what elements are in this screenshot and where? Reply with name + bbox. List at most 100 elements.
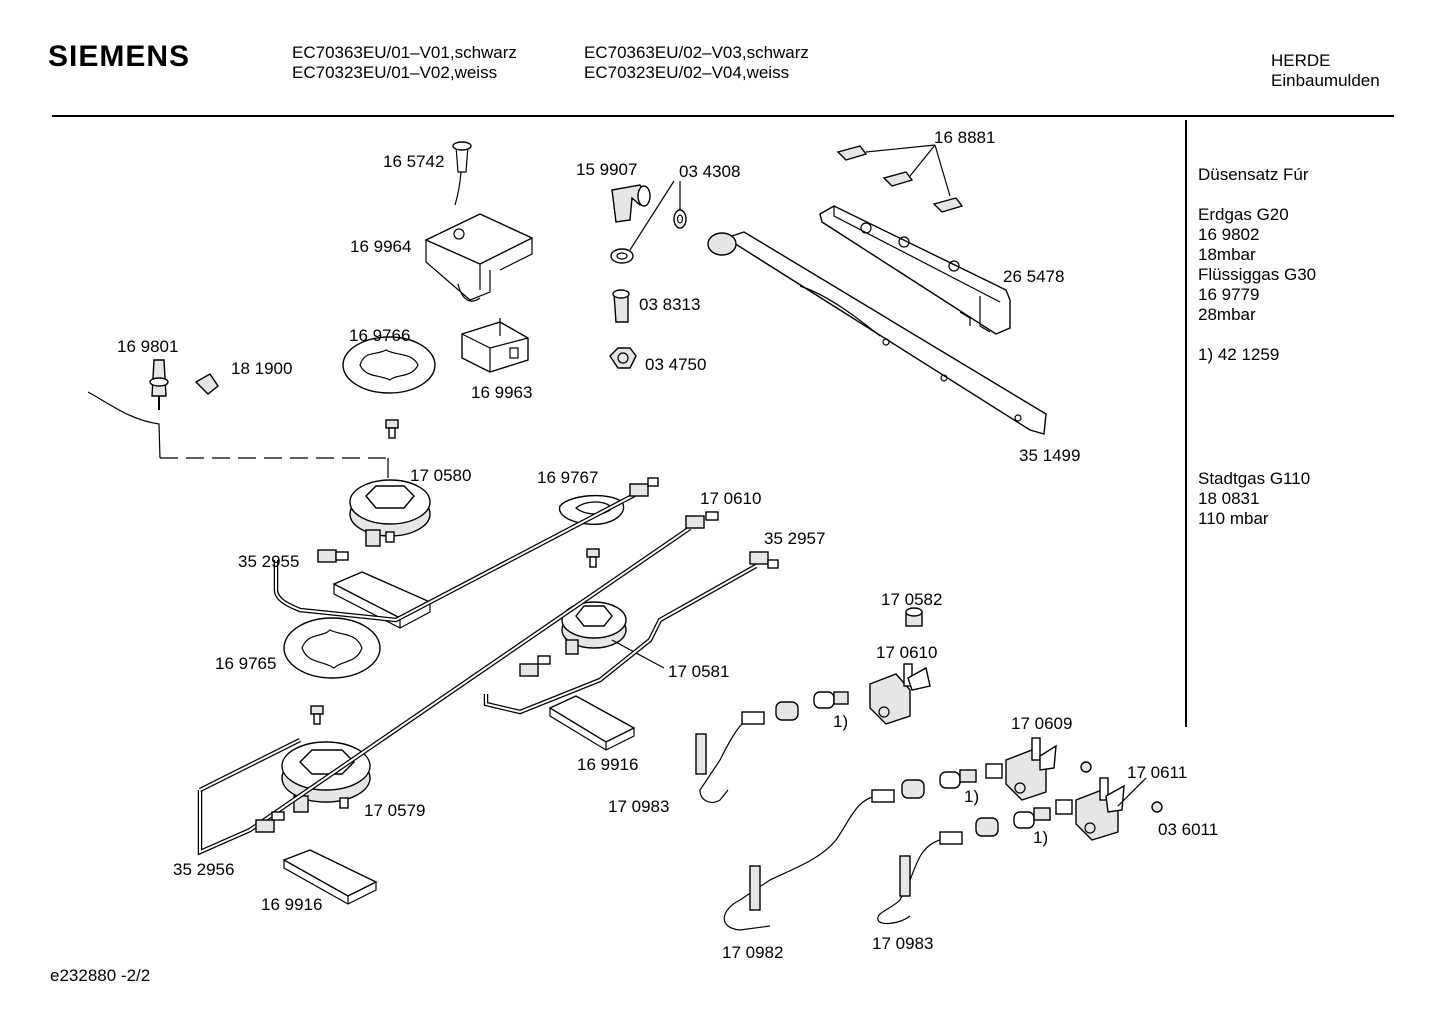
part-label: 1)	[833, 712, 848, 731]
clamp-clip	[932, 197, 964, 213]
gas-pipe-inner	[275, 491, 641, 622]
connector-icon	[975, 799, 1073, 837]
part-label: 16 8881	[934, 128, 995, 147]
pipe-fitting-icon	[685, 511, 719, 529]
rail-hole	[948, 260, 960, 272]
burner-cup	[575, 605, 613, 627]
note-line: 28mbar	[1198, 305, 1256, 324]
valve-handle	[907, 666, 931, 691]
manifold-tube	[724, 231, 1047, 435]
connector-icon	[901, 763, 1003, 799]
screw-icon	[586, 548, 600, 568]
leader-line	[611, 639, 665, 669]
rail-shape	[819, 205, 1011, 335]
rail-hole	[860, 222, 872, 234]
valve-port	[1084, 822, 1096, 834]
manifold-nut	[707, 232, 737, 256]
model-list-2: EC70363EU/02–V03,schwarz EC70323EU/02–V0…	[584, 43, 809, 83]
part-label: 16 9765	[215, 654, 276, 673]
valve-handle	[1105, 784, 1125, 813]
thermocouple-fitting	[741, 711, 765, 725]
note-line: 18 0831	[1198, 489, 1260, 508]
screw-icon	[385, 419, 399, 439]
manifold-port	[1014, 414, 1022, 422]
part-label: 03 8313	[639, 295, 700, 314]
mounting-plate-edge	[549, 708, 635, 751]
part-label: 18 1900	[231, 359, 292, 378]
manifold-bulge	[799, 285, 881, 337]
valve-stem	[1031, 737, 1041, 761]
model-line: EC70323EU/01–V02,weiss	[292, 63, 498, 82]
part-label: 16 5742	[383, 152, 444, 171]
bracket-wire	[457, 283, 481, 302]
part-label: 16 9801	[117, 337, 178, 356]
part-label: 26 5478	[1003, 267, 1064, 286]
thermocouple-lead	[877, 839, 941, 925]
nut-shape	[609, 347, 637, 369]
pipe-fitting-icon	[317, 549, 349, 563]
town-gas-notes: Stadtgas G110 18 0831 110 mbar	[1198, 469, 1310, 529]
part-label: 17 0579	[364, 801, 425, 820]
thermocouple-collar	[149, 377, 169, 387]
gasket-shape	[559, 494, 625, 525]
valve-body	[869, 673, 911, 725]
note-line: 18mbar	[1198, 245, 1256, 264]
part-label: 35 2956	[173, 860, 234, 879]
bracket-shape	[424, 213, 534, 265]
thermocouple-wire	[87, 391, 161, 459]
gasket-cutout	[359, 349, 419, 381]
leader-line	[865, 144, 936, 153]
part-label: 17 0582	[881, 590, 942, 609]
note-line: Düsensatz Fúr	[1198, 165, 1309, 184]
part-label: 1)	[1033, 828, 1048, 847]
switch-port	[509, 347, 519, 359]
leader-line	[934, 144, 951, 197]
part-label: 35 2957	[764, 529, 825, 548]
note-line: Stadtgas G110	[1198, 469, 1311, 488]
washer-inner	[616, 252, 628, 260]
small-nut-icon	[1151, 801, 1163, 813]
part-label: 16 9964	[350, 237, 411, 256]
gasket-cutout	[301, 629, 363, 669]
valve-port	[1014, 782, 1026, 794]
note-line: 1) 42 1259	[1198, 345, 1280, 364]
bracket-side	[425, 238, 533, 301]
part-label: 16 9916	[261, 895, 322, 914]
leader-line	[909, 144, 936, 177]
brand-logo: SIEMENS	[48, 40, 191, 73]
part-label: 03 4308	[679, 162, 740, 181]
category-line: Einbaumulden	[1271, 71, 1380, 90]
rail-detail	[833, 206, 1001, 333]
part-label: 35 2955	[238, 552, 299, 571]
small-nut-icon	[1080, 761, 1092, 773]
burner-foot	[339, 797, 349, 809]
manifold-port	[882, 338, 890, 346]
clamp-clip	[836, 145, 868, 161]
model-list-1: EC70363EU/01–V01,schwarz EC70323EU/01–V0…	[292, 43, 517, 83]
burner-inlet	[365, 529, 381, 547]
mounting-plate-edge	[283, 860, 377, 905]
part-label: 16 9766	[349, 326, 410, 345]
part-label: 17 0580	[410, 466, 471, 485]
thermocouple-probe	[695, 733, 707, 775]
bracket-hole	[453, 228, 465, 240]
rail-hole	[898, 236, 910, 248]
parts-artwork	[87, 141, 1163, 931]
valve-port	[878, 706, 890, 718]
thermocouple-fitting	[871, 789, 895, 803]
washer-shape	[610, 248, 634, 264]
manifold-port	[940, 374, 948, 382]
screw-icon	[310, 705, 324, 725]
note-line: 16 9802	[1198, 225, 1260, 244]
part-label: 17 0983	[872, 934, 933, 953]
part-label: 17 0610	[700, 489, 761, 508]
drawing-number: e232880 -2/2	[50, 966, 151, 985]
thermocouple-probe	[749, 865, 761, 911]
category-line: HERDE	[1271, 51, 1331, 70]
thermocouple-probe	[899, 855, 911, 897]
thermocouple-lead	[723, 795, 877, 931]
washer-inner	[676, 214, 684, 224]
part-label: 17 0611	[1127, 763, 1187, 782]
model-line: EC70363EU/02–V03,schwarz	[584, 43, 809, 62]
